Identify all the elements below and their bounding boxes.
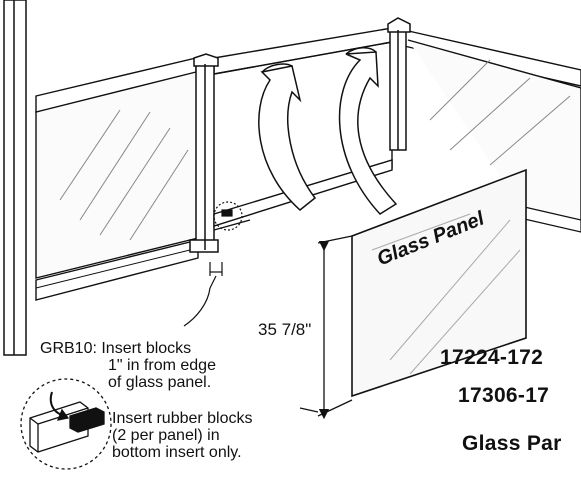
- part-number-line3: Glass Par: [462, 432, 562, 455]
- part-number-line1: 17224-172: [440, 346, 544, 369]
- left-wall-post: [3, 0, 27, 356]
- right-post: [387, 17, 411, 151]
- top-rail: [35, 27, 581, 113]
- right-glass-section: [407, 39, 581, 233]
- middle-post: [189, 53, 219, 253]
- height-dimension-line: [317, 235, 353, 420]
- install-arrows: [258, 47, 398, 215]
- detail-callout: [183, 201, 243, 327]
- rubber-block-note-line1: Insert rubber blocks: [112, 410, 253, 427]
- block-insert-note-line3: of glass panel.: [108, 374, 212, 391]
- block-insert-note-line1: GRB10: Insert blocks: [40, 340, 192, 357]
- block-insert-note-line2: 1" in from edge: [108, 357, 216, 374]
- note-leaders: [299, 407, 319, 413]
- rubber-block-inset: [20, 378, 112, 470]
- glass-panel: [351, 168, 527, 398]
- rubber-block-note-line3: bottom insert only.: [112, 444, 242, 461]
- rubber-block-note-line2: (2 per panel) in: [112, 427, 220, 444]
- part-number-line2: 17306-17: [458, 384, 550, 407]
- height-dimension-label: 35 7/8": [258, 320, 312, 339]
